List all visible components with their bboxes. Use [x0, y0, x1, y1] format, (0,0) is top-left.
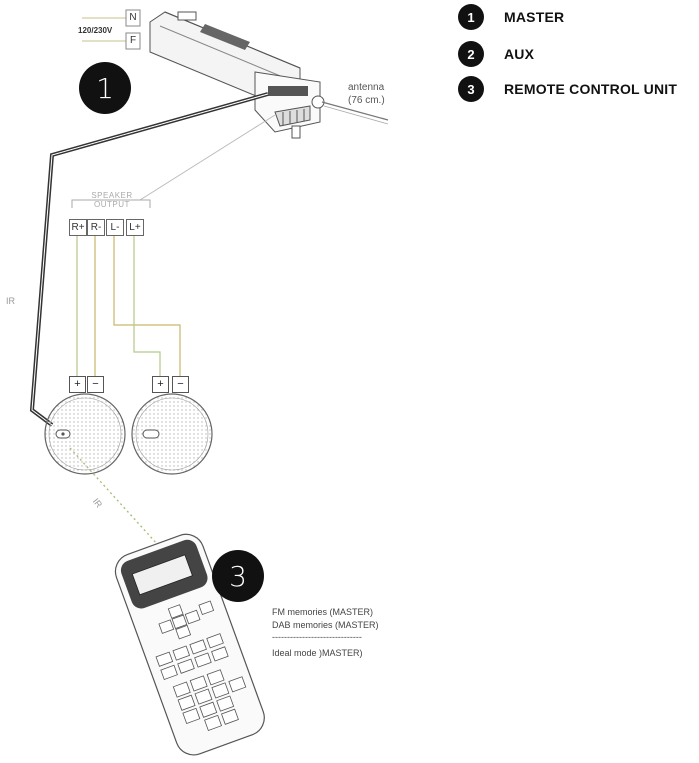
- speaker-wires: [76, 236, 181, 376]
- legend-item-master: 1 MASTER: [458, 4, 564, 30]
- note-fm-memories: FM memories (MASTER): [272, 607, 373, 617]
- legend-label: MASTER: [504, 9, 565, 25]
- legend-item-remote: 3 REMOTE CONTROL UNIT: [458, 76, 677, 102]
- right-speaker-minus: −: [172, 376, 189, 393]
- left-speaker-plus: +: [69, 376, 86, 393]
- terminal-l-plus: L+: [126, 219, 144, 236]
- ir-cable-label: IR: [6, 296, 15, 306]
- right-speaker-plus: +: [152, 376, 169, 393]
- master-unit: [149, 11, 325, 139]
- remote-control: [114, 533, 265, 756]
- speaker-output-title-1: SPEAKER: [91, 191, 133, 200]
- ir-cable: [29, 92, 269, 427]
- master-badge: 1: [79, 62, 131, 114]
- neutral-terminal-label: N: [129, 12, 137, 23]
- remote-badge: 3: [212, 550, 264, 602]
- terminal-r-plus: R+: [69, 219, 87, 236]
- legend-label: AUX: [504, 46, 535, 62]
- phase-terminal-label: F: [129, 35, 137, 46]
- legend-number: 2: [458, 41, 484, 67]
- voltage-label: 120/230V: [78, 26, 113, 35]
- note-ideal-mode: Ideal mode )MASTER): [272, 648, 363, 658]
- speaker-output-title-2: OUTPUT: [94, 200, 130, 209]
- note-dab-memories: DAB memories (MASTER): [272, 620, 379, 630]
- left-speaker: [44, 393, 126, 475]
- power-input-wires: [82, 9, 141, 50]
- phase-terminal-box: [125, 32, 141, 50]
- neutral-terminal-box: [125, 9, 141, 27]
- legend-number: 1: [458, 4, 484, 30]
- legend-label: REMOTE CONTROL UNIT: [504, 81, 678, 97]
- terminal-l-minus: L-: [106, 219, 124, 236]
- left-speaker-minus: −: [87, 376, 104, 393]
- ir-beam: [69, 447, 159, 546]
- legend-item-aux: 2 AUX: [458, 41, 534, 67]
- note-separator: ------------------------------: [272, 632, 362, 642]
- terminal-r-minus: R-: [87, 219, 105, 236]
- antenna-length: (76 cm.): [348, 95, 385, 106]
- legend-number: 3: [458, 76, 484, 102]
- right-speaker: [131, 393, 213, 475]
- antenna-label: antenna: [348, 82, 385, 93]
- antenna-cable: [321, 101, 389, 121]
